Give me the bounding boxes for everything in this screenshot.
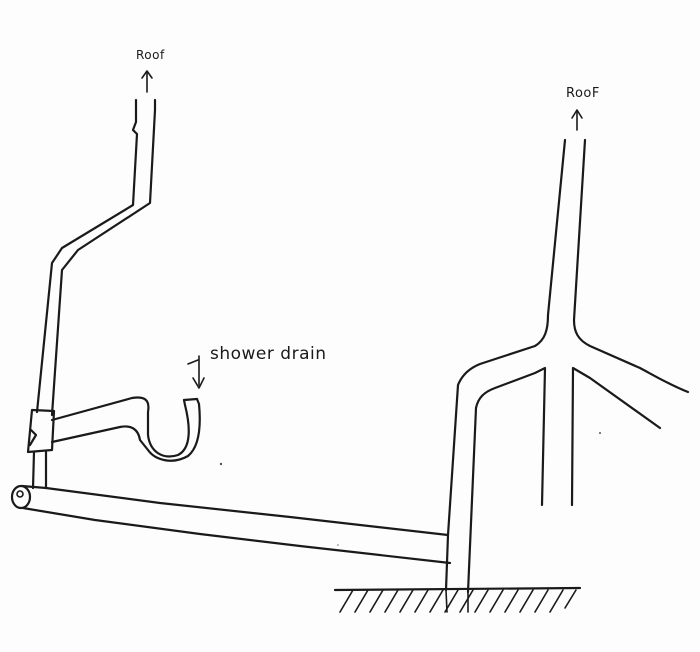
roof-label-left: Roof: [136, 48, 165, 62]
shower-drain-label: shower drain: [210, 344, 327, 364]
tee-fitting: [26, 408, 56, 454]
main-drain-line: [10, 484, 452, 565]
roof-arrow-left: [141, 70, 153, 93]
shower-trap: [50, 396, 201, 462]
left-vent-stack: [35, 98, 157, 417]
roof-arrow-right: [571, 109, 583, 131]
drop-to-main-drain: [31, 450, 48, 490]
ground-hatching: [333, 586, 582, 613]
shower-drain-arrow: [187, 355, 205, 389]
paper-specks: [219, 432, 601, 546]
roof-label-right: RooF: [566, 86, 600, 101]
right-stack: [444, 138, 690, 594]
